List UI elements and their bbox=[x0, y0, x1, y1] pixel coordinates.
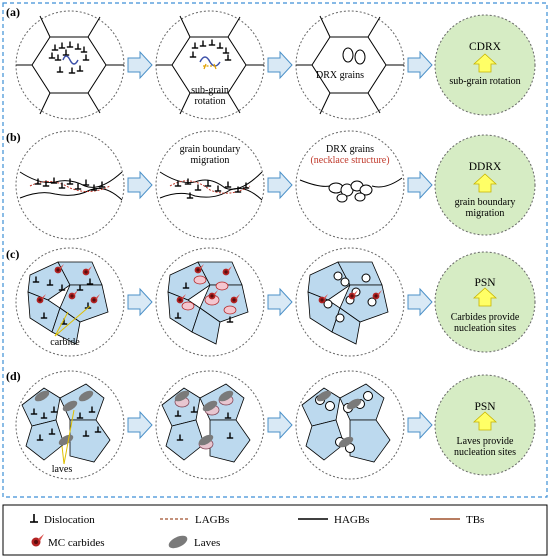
mechanism-a-name: CDRX bbox=[469, 41, 502, 53]
panel-a1 bbox=[15, 10, 125, 120]
legend-item-mc-carbides: MC carbides bbox=[31, 534, 105, 549]
up-arrow-icon bbox=[472, 411, 498, 431]
panel-d2 bbox=[155, 370, 265, 480]
mechanism-d-name: PSN bbox=[474, 401, 496, 413]
legend-item-laves: Laves bbox=[168, 535, 220, 549]
legend-item-tbs: TBs bbox=[430, 514, 484, 526]
legend-label: Dislocation bbox=[44, 514, 95, 526]
legend-item-lagbs: LAGBs bbox=[160, 514, 229, 526]
panel-d1: laves bbox=[15, 370, 125, 480]
legend-label: TBs bbox=[466, 514, 484, 526]
mechanism-c-name: PSN bbox=[474, 277, 496, 289]
row-d: laves bbox=[15, 370, 536, 480]
legend-label: MC carbides bbox=[48, 537, 105, 549]
up-arrow-icon bbox=[472, 287, 498, 307]
legend-item-dislocation: Dislocation bbox=[30, 514, 95, 526]
legend-label: Laves bbox=[194, 537, 220, 549]
panel-b3-highlight: (necklace structure) bbox=[310, 155, 389, 166]
legend-box bbox=[2, 504, 548, 556]
panel-c3 bbox=[295, 247, 405, 357]
panel-c1: carbide bbox=[15, 247, 125, 357]
row-label-b: (b) bbox=[6, 130, 21, 144]
up-arrow-icon bbox=[472, 53, 498, 73]
panel-d1-note: laves bbox=[52, 464, 73, 475]
row-label-d: (d) bbox=[6, 369, 21, 383]
panel-b3: DRX grains (necklace structure) bbox=[295, 130, 405, 240]
laves-icon bbox=[168, 535, 188, 549]
legend: Dislocation LAGBs HAGBs TBs MC carbides bbox=[2, 504, 548, 556]
panel-a3: DRX grains bbox=[295, 10, 405, 120]
mechanism-a-desc: sub-grain rotation bbox=[449, 76, 520, 87]
legend-label: LAGBs bbox=[195, 514, 229, 526]
panel-c2 bbox=[155, 247, 265, 357]
panel-a3-note: DRX grains bbox=[316, 70, 364, 81]
row-label-c: (c) bbox=[6, 247, 19, 261]
panel-d3 bbox=[295, 370, 405, 480]
row-label-a: (a) bbox=[6, 5, 20, 19]
dislocation-icon bbox=[30, 514, 38, 523]
legend-label: HAGBs bbox=[334, 514, 369, 526]
mechanism-b-name: DDRX bbox=[469, 161, 502, 173]
panel-b3-note: DRX grains bbox=[326, 144, 374, 155]
legend-item-hagbs: HAGBs bbox=[298, 514, 369, 526]
carbide-icon bbox=[31, 534, 44, 547]
panel-b1 bbox=[15, 130, 125, 240]
panel-c1-note: carbide bbox=[50, 337, 80, 348]
mechanism-a: CDRX sub-grain rotation bbox=[434, 14, 536, 116]
up-arrow-icon bbox=[472, 173, 498, 193]
row-c: carbide bbox=[15, 247, 536, 357]
outer-frame bbox=[2, 2, 548, 498]
